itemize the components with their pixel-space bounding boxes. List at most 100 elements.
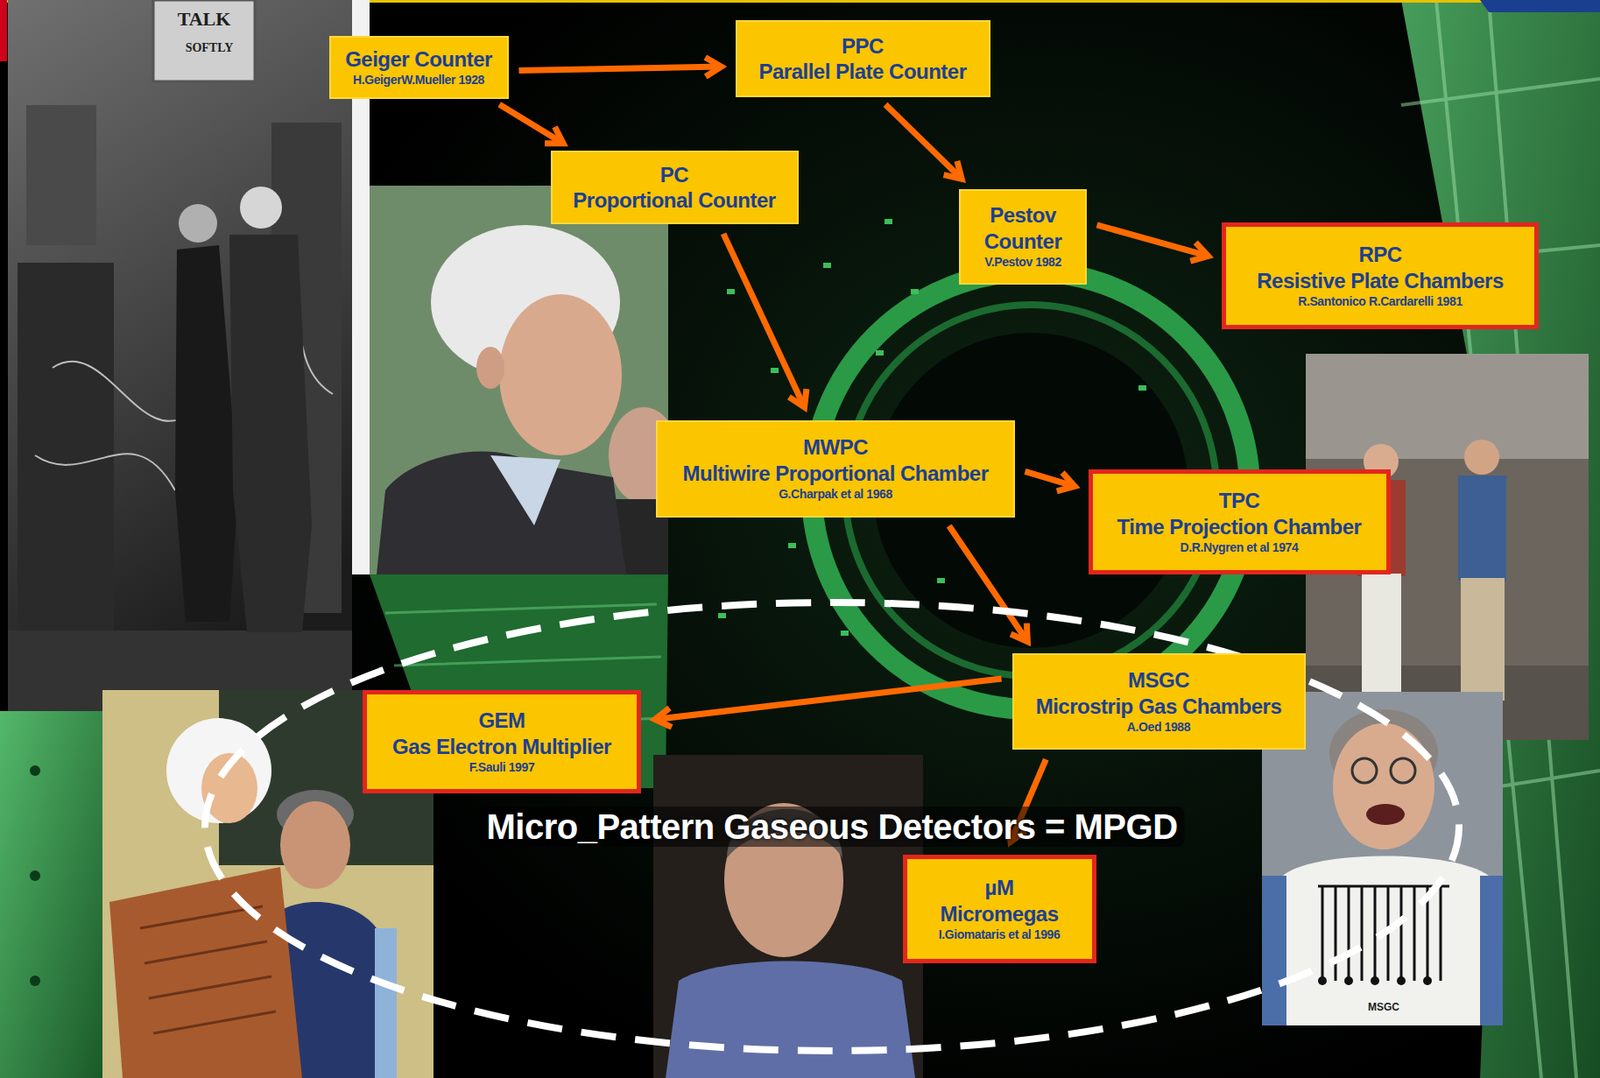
box-subtitle: H.GeigerW.Mueller 1928 xyxy=(352,71,485,89)
detector-box: MSGCMicrostrip Gas ChambersA.Oed 1988 xyxy=(1012,653,1306,750)
lab-crew-photo xyxy=(1464,439,1500,475)
box-heading: Microstrip Gas Chambers xyxy=(1036,693,1283,719)
lab-photo xyxy=(175,245,239,622)
detector-box: GEMGas Electron MultiplierF.Sauli 1997 xyxy=(362,690,642,794)
evolution-arrow xyxy=(499,104,564,143)
top-bar xyxy=(0,0,8,62)
evolution-arrow xyxy=(1097,225,1209,257)
detector-box: RPCResistive Plate ChambersR.Santonico R… xyxy=(1221,222,1539,330)
detector-backdrop xyxy=(937,577,945,584)
box-heading: Resistive Plate Chambers xyxy=(1256,267,1503,294)
msgc-inventor-photo xyxy=(1318,976,1327,986)
gem-inventor-photo xyxy=(374,928,397,1078)
box-heading: GEM xyxy=(478,707,525,734)
detector-backdrop xyxy=(770,367,779,374)
box-heading: Pestov Counter xyxy=(971,202,1075,254)
box-heading: Micromegas xyxy=(939,901,1058,927)
box-subtitle: V.Pestov 1982 xyxy=(984,253,1062,271)
group-label: Micro_Pattern Gaseous Detectors = MPGD xyxy=(479,806,1185,847)
shirt-print: MSGC xyxy=(1367,1000,1400,1014)
evolution-arrow xyxy=(655,678,1002,720)
detector-backdrop xyxy=(1138,385,1147,391)
box-heading: TPC xyxy=(1219,487,1261,514)
lab-photo xyxy=(26,105,97,246)
box-subtitle: R.Santonico R.Cardarelli 1981 xyxy=(1297,293,1463,311)
box-subtitle: A.Oed 1988 xyxy=(1127,718,1191,736)
sign-text: TALK xyxy=(177,7,232,31)
detector-backdrop xyxy=(29,870,41,882)
portrait-photo xyxy=(490,455,561,526)
micromegas-inventor-photo xyxy=(653,754,924,1078)
msgc-inventor-photo xyxy=(1274,856,1498,1027)
box-subtitle: D.R.Nygren et al 1974 xyxy=(1180,539,1299,557)
detector-backdrop xyxy=(29,975,41,987)
lab-photo xyxy=(229,234,312,633)
detector-backdrop xyxy=(0,711,103,1078)
msgc-inventor-photo xyxy=(1261,875,1287,1026)
detector-box: Pestov CounterV.Pestov 1982 xyxy=(958,189,1087,285)
msgc-inventor-photo xyxy=(1480,875,1503,1026)
detector-box: µMMicromegasI.Giomataris et al 1996 xyxy=(902,854,1097,964)
lab-photo xyxy=(239,186,282,229)
top-bar xyxy=(1480,0,1600,13)
evolution-arrow xyxy=(1024,471,1075,487)
box-heading: MSGC xyxy=(1127,667,1190,693)
detector-backdrop xyxy=(823,262,832,268)
portrait-photo xyxy=(476,346,505,389)
dashed-ellipse xyxy=(204,602,1460,1051)
mpgd-ellipse: Micro_Pattern Gaseous Detectors = MPGD MS… xyxy=(199,597,1465,1057)
box-subtitle: F.Sauli 1997 xyxy=(469,759,536,776)
detector-backdrop xyxy=(884,218,893,225)
portrait-photo xyxy=(369,185,669,575)
msgc-inventor-photo xyxy=(1370,976,1380,986)
lab-photo xyxy=(17,262,114,631)
msgc-inventor-photo xyxy=(1344,976,1354,986)
detector-backdrop xyxy=(840,630,849,636)
lab-photo xyxy=(153,0,255,82)
box-heading: Time Projection Chamber xyxy=(1117,514,1362,540)
box-heading: µM xyxy=(985,874,1015,901)
detector-box: TPCTime Projection ChamberD.R.Nygren et … xyxy=(1088,469,1391,575)
box-heading: PC xyxy=(660,162,689,188)
box-heading: Proportional Counter xyxy=(572,187,776,213)
detector-backdrop xyxy=(875,350,884,356)
micromegas-inventor-photo xyxy=(653,754,924,1078)
box-heading: Geiger Counter xyxy=(345,46,493,72)
box-heading: Gas Electron Multiplier xyxy=(392,733,612,760)
msgc-inventor-photo xyxy=(1390,758,1416,783)
lab-crew-photo xyxy=(1305,353,1589,459)
box-heading: MWPC xyxy=(803,434,868,460)
evolution-arrow xyxy=(723,233,805,408)
msgc-inventor-photo xyxy=(1332,723,1435,850)
portrait-photo xyxy=(369,185,679,575)
detector-backdrop xyxy=(352,0,1600,1078)
box-subtitle: I.Giomataris et al 1996 xyxy=(938,926,1061,944)
detector-box: Geiger CounterH.GeigerW.Mueller 1928 xyxy=(329,35,509,99)
detector-box: PPCParallel Plate Counter xyxy=(735,20,991,98)
detector-backdrop xyxy=(29,765,41,776)
evolution-arrow xyxy=(518,66,721,71)
box-heading: RPC xyxy=(1358,241,1402,268)
msgc-inventor-photo xyxy=(1366,803,1405,825)
evolution-arrow xyxy=(885,104,962,179)
detector-backdrop xyxy=(910,288,919,295)
msgc-inventor-photo xyxy=(1396,976,1406,986)
box-subtitle: G.Charpak et al 1968 xyxy=(778,486,893,503)
gem-inventor-photo xyxy=(280,801,351,889)
msgc-inventor-photo xyxy=(1423,976,1432,986)
msgc-inventor-photo xyxy=(1352,758,1377,783)
lab-photo xyxy=(7,0,353,712)
gem-inventor-photo xyxy=(140,906,276,1034)
portrait-photo xyxy=(376,451,627,575)
box-heading: Parallel Plate Counter xyxy=(758,58,966,85)
lab-photo xyxy=(7,0,370,712)
sign-text: SOFTLY xyxy=(185,41,234,56)
detector-box: MWPCMultiwire Proportional ChamberG.Char… xyxy=(655,420,1015,518)
gem-inventor-photo xyxy=(109,866,303,1078)
portrait-photo xyxy=(499,294,622,456)
micromegas-inventor-photo xyxy=(665,961,916,1078)
